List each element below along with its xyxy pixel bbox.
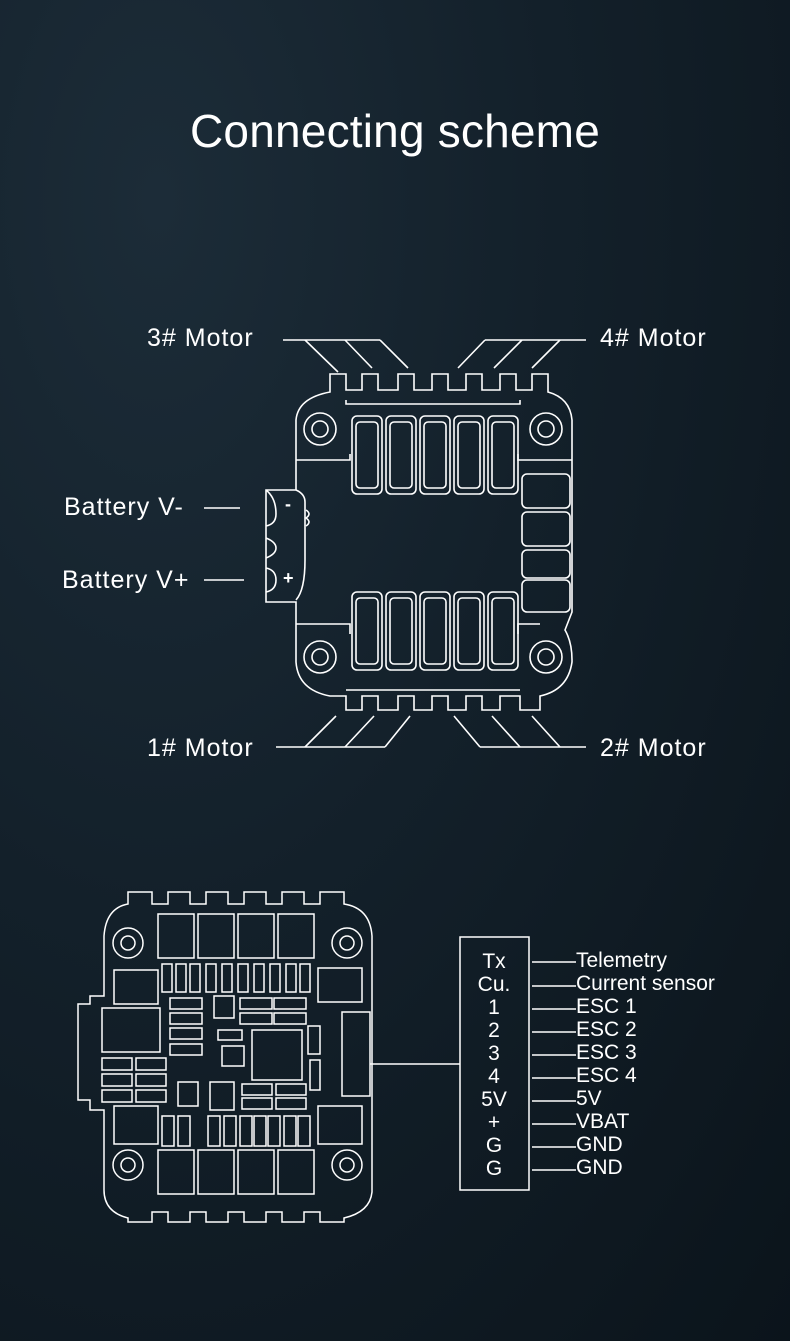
- pin-code-esc1: 1: [488, 996, 500, 1019]
- pin-label-vbat: VBAT: [576, 1110, 630, 1133]
- battery-negative-label: Battery V-: [64, 493, 184, 521]
- battery-negative-pad-mark: -: [285, 494, 291, 514]
- battery-pads: [265, 489, 310, 593]
- pin-label-esc2: ESC 2: [576, 1018, 637, 1041]
- mosfet-row-top: [351, 415, 519, 495]
- motor3-label: 3# Motor: [147, 324, 254, 352]
- battery-positive-label: Battery V+: [62, 566, 190, 594]
- pin-code-tx: Tx: [482, 950, 506, 973]
- pin-label-gnd-1: GND: [576, 1133, 623, 1156]
- motor1-label: 1# Motor: [147, 734, 254, 762]
- pin-label-esc3: ESC 3: [576, 1041, 637, 1064]
- motor4-label: 4# Motor: [600, 324, 707, 352]
- pin-code-gnd-2: G: [485, 1157, 503, 1180]
- pin-code-esc2: 2: [488, 1019, 500, 1042]
- pin-label-esc1: ESC 1: [576, 995, 637, 1018]
- capacitor-stack: [521, 473, 571, 613]
- pin-code-5v: 5V: [481, 1088, 507, 1111]
- bottom-components: [101, 913, 371, 1195]
- pin-label-telemetry: Telemetry: [576, 949, 668, 972]
- bottom-mounting-holes: [112, 927, 363, 1181]
- mosfet-row-bottom: [351, 591, 519, 671]
- pin-code-gnd-1: G: [485, 1134, 503, 1157]
- pin-label-current-sensor: Current sensor: [576, 972, 715, 995]
- battery-leader-lines: [204, 507, 244, 581]
- pin-label-gnd-2: GND: [576, 1156, 623, 1179]
- pin-code-esc4: 4: [488, 1065, 500, 1088]
- motor3-leader-lines: [283, 339, 409, 373]
- pin-label-5v: 5V: [576, 1087, 602, 1110]
- mounting-holes: [303, 412, 563, 674]
- pin-code-current: Cu.: [477, 973, 511, 996]
- pin-leader-lines: [532, 961, 576, 1171]
- pin-code-esc3: 3: [488, 1042, 500, 1065]
- battery-positive-pad-mark: +: [283, 568, 294, 588]
- connector-box: [459, 936, 530, 1191]
- motor2-label: 2# Motor: [600, 734, 707, 762]
- motor2-leader-lines: [453, 715, 586, 748]
- pin-code-vbat: +: [487, 1111, 501, 1134]
- motor1-leader-lines: [276, 715, 411, 748]
- bottom-board-outline: [77, 891, 373, 1223]
- pin-label-esc4: ESC 4: [576, 1064, 637, 1087]
- motor4-leader-lines: [457, 339, 586, 369]
- page-title: Connecting scheme: [190, 105, 600, 157]
- esc-board-top-diagram: [0, 0, 790, 800]
